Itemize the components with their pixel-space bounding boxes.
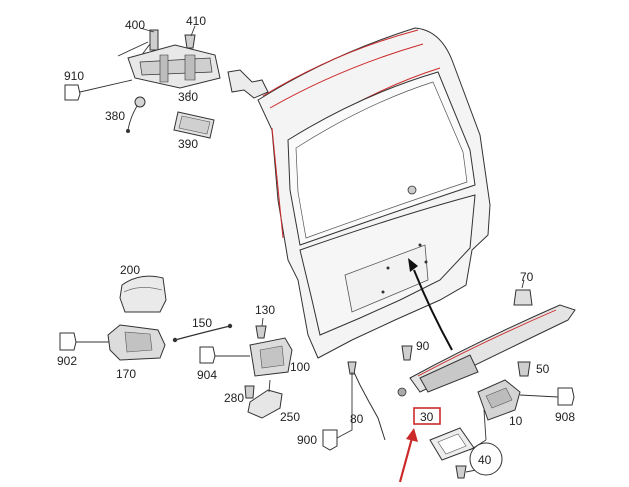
bracket-70-icon[interactable] xyxy=(513,289,533,306)
part-group-middle-left xyxy=(59,275,293,419)
part-group-bottom-right xyxy=(322,279,576,483)
bolt-280-icon[interactable] xyxy=(244,385,255,399)
label-50[interactable]: 50 xyxy=(536,362,550,376)
part-labels: 400 410 910 360 380 390 200 150 130 902 … xyxy=(57,14,575,476)
label-70[interactable]: 70 xyxy=(520,270,534,284)
label-900[interactable]: 900 xyxy=(297,433,317,447)
screw-130-icon[interactable] xyxy=(255,325,267,339)
label-200[interactable]: 200 xyxy=(120,263,140,277)
label-400[interactable]: 400 xyxy=(125,18,145,32)
hinge-bracket-icon[interactable] xyxy=(227,69,269,99)
cable-150-icon[interactable] xyxy=(174,325,231,341)
label-170[interactable]: 170 xyxy=(116,367,136,381)
connector-902-icon[interactable] xyxy=(59,332,77,351)
label-100[interactable]: 100 xyxy=(290,360,310,374)
label-390[interactable]: 390 xyxy=(178,137,198,151)
cable-80-icon[interactable] xyxy=(351,367,386,441)
striker-250-icon[interactable] xyxy=(247,389,283,419)
handle-module-30-icon[interactable] xyxy=(419,354,479,393)
connector-904-icon[interactable] xyxy=(199,346,216,364)
highlight-arrow-icon xyxy=(406,428,418,442)
screw-50-icon[interactable] xyxy=(517,361,531,377)
callout-circle-40 xyxy=(469,442,503,476)
part-group-top-left xyxy=(64,25,269,139)
connector-910-icon[interactable] xyxy=(64,84,81,101)
label-90[interactable]: 90 xyxy=(416,339,430,353)
label-380[interactable]: 380 xyxy=(105,109,125,123)
label-904[interactable]: 904 xyxy=(197,368,217,382)
connector-908-icon[interactable] xyxy=(557,387,575,406)
sensor-380-icon[interactable] xyxy=(134,96,146,108)
label-910[interactable]: 910 xyxy=(64,69,84,83)
label-902[interactable]: 902 xyxy=(57,354,77,368)
screw-400-icon[interactable] xyxy=(149,29,159,51)
screw-90-icon[interactable] xyxy=(401,345,413,361)
label-40[interactable]: 40 xyxy=(478,453,492,467)
label-30[interactable]: 30 xyxy=(420,410,434,424)
cover-200-icon[interactable] xyxy=(119,275,167,313)
bolt-410-icon[interactable] xyxy=(184,34,196,49)
label-250[interactable]: 250 xyxy=(280,410,300,424)
label-130[interactable]: 130 xyxy=(255,303,275,317)
tailgate xyxy=(257,27,491,359)
label-360[interactable]: 360 xyxy=(178,90,198,104)
label-150[interactable]: 150 xyxy=(192,316,212,330)
connector-900-icon[interactable] xyxy=(322,429,338,451)
highlight-box-30 xyxy=(413,407,441,425)
label-80[interactable]: 80 xyxy=(350,412,364,426)
screw-40-icon[interactable] xyxy=(455,465,467,479)
label-410[interactable]: 410 xyxy=(186,14,206,28)
label-280[interactable]: 280 xyxy=(224,391,244,405)
label-908[interactable]: 908 xyxy=(555,410,575,424)
label-10[interactable]: 10 xyxy=(509,414,523,428)
